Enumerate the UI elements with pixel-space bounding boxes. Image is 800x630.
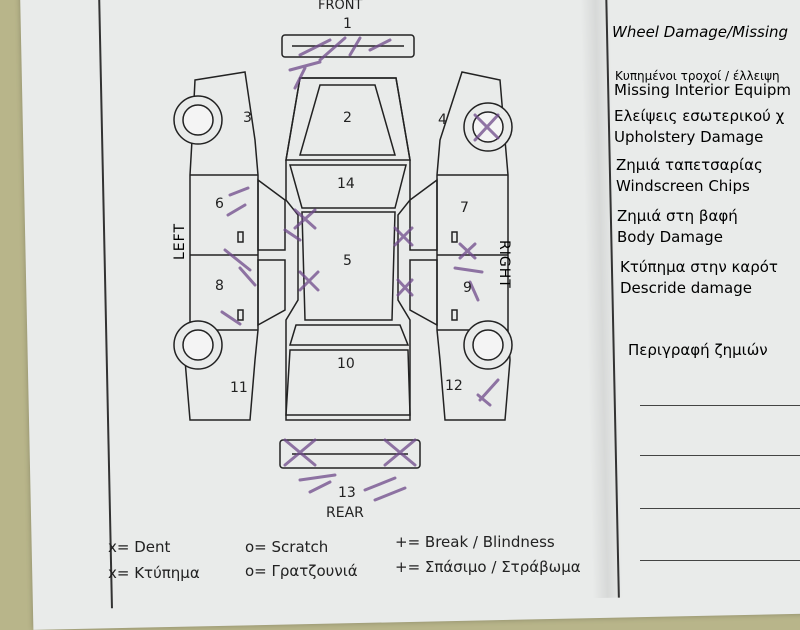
rear-bumper-shape [279, 439, 421, 469]
region-12: 12 [445, 378, 463, 394]
item-upholstery: Upholstery Damage [614, 128, 764, 146]
item-gr-paint: Ζημιά στη βαφή [617, 207, 738, 225]
item-gr-wheels: Κυπημένοι τροχοί / έλλειψη [615, 69, 780, 83]
description-line-1[interactable] [640, 405, 800, 406]
region-10: 10 [337, 356, 355, 372]
pen-damage-marks [220, 36, 500, 502]
trunk-panel [285, 349, 411, 416]
car-damage-diagram [173, 34, 513, 502]
legend-scratch-en: o= Scratch [245, 538, 329, 556]
item-body-damage: Body Damage [617, 228, 723, 246]
item-describe-damage: Descride damage [620, 279, 752, 297]
region-3: 3 [243, 110, 252, 126]
legend-scratch-gr: o= Γρατζουνιά [245, 562, 358, 580]
wheel-damage-header: Wheel Damage/Missing [612, 23, 789, 41]
region-2: 2 [343, 110, 352, 126]
car-top-body [285, 77, 411, 421]
hood-panel [285, 77, 411, 161]
damage-description-label: Περιγραφή ζημιών [628, 341, 768, 359]
item-gr-body: Κτύπημα στην καρότ [620, 258, 778, 276]
region-5: 5 [343, 253, 352, 269]
description-line-3[interactable] [640, 508, 800, 509]
region-7: 7 [460, 200, 469, 216]
region-11: 11 [230, 380, 248, 396]
region-9: 9 [463, 280, 472, 296]
region-4: 4 [438, 112, 447, 128]
legend-break-en: += Break / Blindness [395, 533, 555, 551]
region-1: 1 [343, 16, 352, 32]
region-13: 13 [338, 485, 356, 501]
left-label: LEFT [172, 222, 188, 260]
item-gr-interior: Ελείψεις εσωτερικού χ [614, 107, 785, 125]
front-bumper-shape [281, 34, 415, 58]
legend-dent-en: x= Dent [108, 538, 171, 556]
rear-label: REAR [326, 505, 364, 521]
right-label: RIGHT [496, 240, 512, 289]
item-windscreen: Windscreen Chips [616, 177, 750, 195]
region-8: 8 [215, 278, 224, 294]
description-line-2[interactable] [640, 455, 800, 456]
item-gr-upholstery: Ζημιά ταπετσαρίας [616, 156, 763, 174]
region-14: 14 [337, 176, 355, 192]
region-6: 6 [215, 196, 224, 212]
windshield-panel [289, 164, 407, 209]
legend-break-gr: += Σπάσιμο / Στράβωμα [395, 558, 581, 576]
item-missing-interior: Missing Interior Equipm [614, 81, 791, 99]
legend-dent-gr: x= Κτύπημα [108, 564, 200, 582]
description-line-4[interactable] [640, 560, 800, 561]
front-label: FRONT [318, 0, 363, 13]
